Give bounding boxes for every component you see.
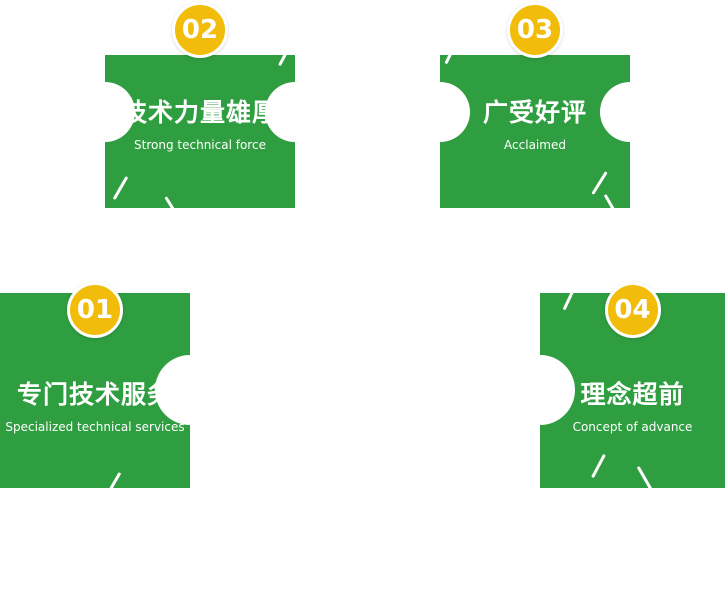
notch-circle-left (410, 82, 470, 142)
number-badge: 02 (172, 2, 228, 58)
feature-card-04: 04 理念超前 Concept of advance (505, 282, 725, 491)
sparkle-line (59, 267, 72, 293)
notch-circle-right (265, 82, 325, 142)
notch-circle-left (505, 355, 575, 425)
card-title: 专门技术服务 (16, 380, 173, 409)
number-badge: 04 (604, 282, 661, 338)
card-content: 广受好评 Acclaimed (440, 55, 630, 208)
card-title: 技术力量雄厚 (121, 98, 278, 127)
card-content: 理念超前 Concept of advance (540, 293, 725, 488)
feature-card-01: 01 专门技术服务 Specialized technical services (0, 267, 225, 497)
notch-circle-left (75, 82, 135, 142)
badge-number: 04 (614, 295, 651, 325)
card-title: 广受好评 (482, 98, 587, 127)
card-content: 专门技术服务 Specialized technical services (0, 293, 190, 488)
card-content: 技术力量雄厚 Strong technical force (105, 55, 295, 208)
notch-circle-right (155, 355, 225, 425)
badge-number: 01 (76, 295, 114, 325)
badge-number: 02 (181, 15, 219, 45)
card-title: 理念超前 (580, 380, 685, 409)
feature-card-03: 03 广受好评 Acclaimed (410, 2, 660, 219)
card-subtitle: Specialized technical services (5, 420, 185, 434)
card-subtitle: Strong technical force (134, 138, 266, 152)
card-subtitle: Acclaimed (504, 138, 566, 152)
notch-circle-right (600, 82, 660, 142)
number-badge: 03 (507, 2, 563, 58)
card-subtitle: Concept of advance (572, 420, 693, 434)
feature-card-02: 02 技术力量雄厚 Strong technical force (75, 2, 325, 220)
number-badge: 01 (67, 282, 123, 338)
badge-number: 03 (516, 15, 554, 45)
